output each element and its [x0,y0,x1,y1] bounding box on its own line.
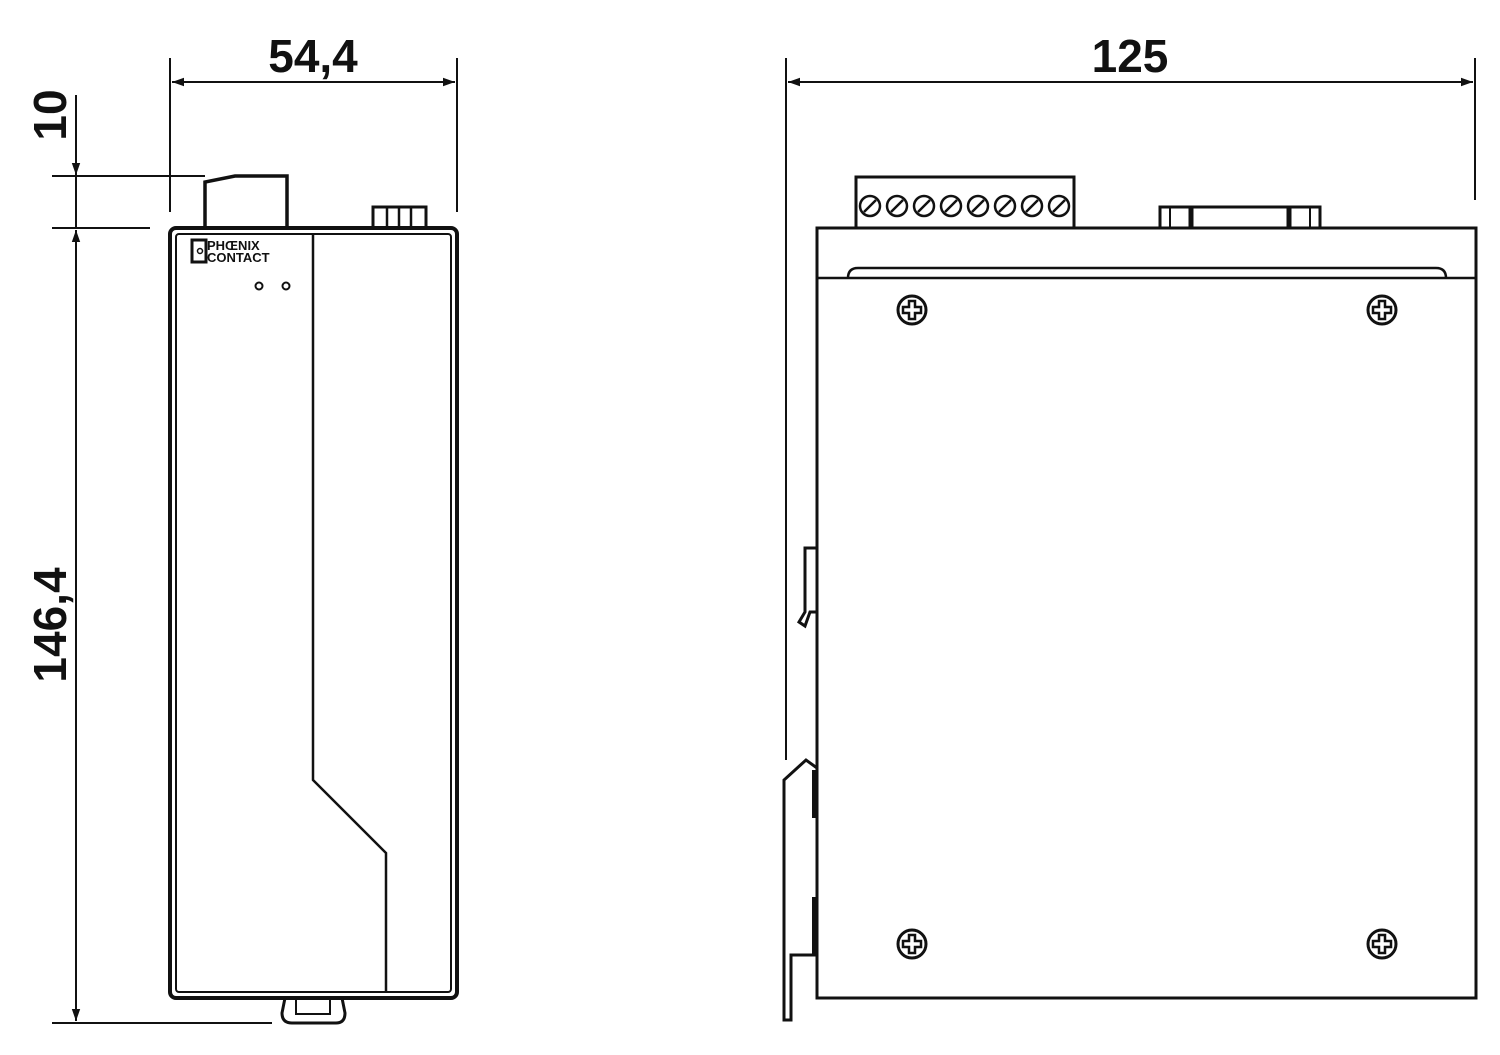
side-view: 125 [782,30,1478,1022]
dim-front-width: 54,4 [268,30,358,82]
front-view: 54,4 10 146,4 PHŒNIX CONTACT [24,30,459,1025]
phoenix-contact-logo: PHŒNIX CONTACT [190,238,270,265]
dim-connector-height: 10 [24,89,76,140]
svg-text:PHŒNIX: PHŒNIX [207,238,260,253]
dim-front-height: 146,4 [24,567,76,683]
svg-text:CONTACT: CONTACT [207,250,270,265]
dim-side-depth: 125 [1092,30,1169,82]
